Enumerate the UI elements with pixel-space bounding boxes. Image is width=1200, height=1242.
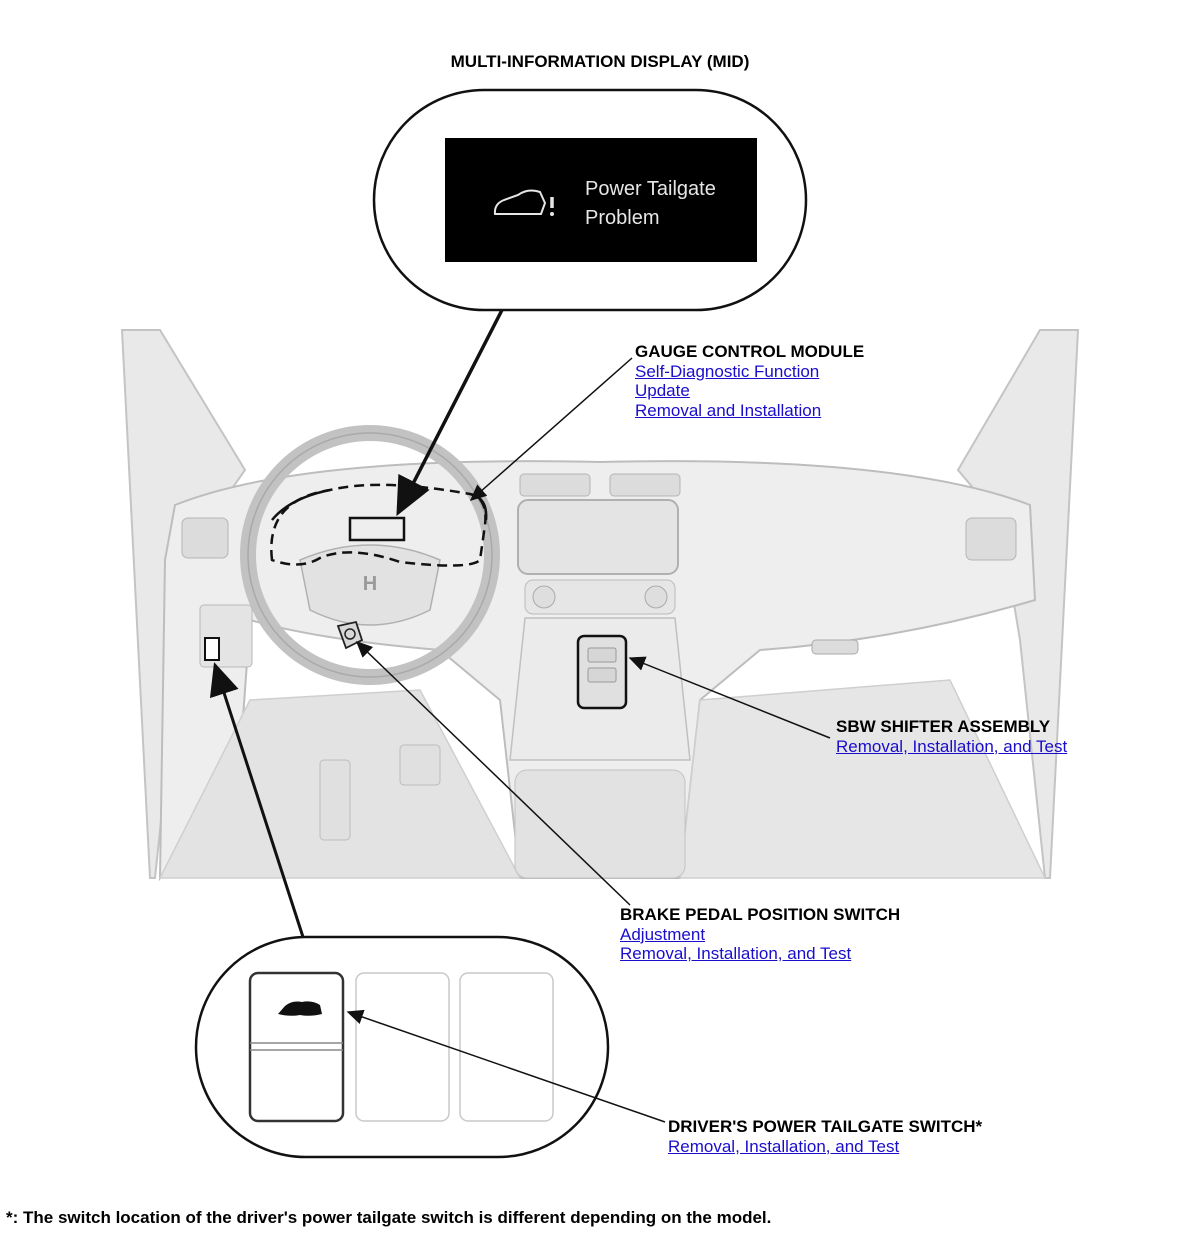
accelerator-pedal <box>319 759 351 841</box>
blank-switch-right <box>459 972 554 1122</box>
sbw-shifter-title: SBW SHIFTER ASSEMBLY <box>836 717 1051 736</box>
tailgate-switch-title: DRIVER'S POWER TAILGATE SWITCH* <box>668 1117 983 1136</box>
left-side-vent <box>181 517 229 559</box>
link-brake-removal-installation-test[interactable]: Removal, Installation, and Test <box>620 944 852 963</box>
link-tailgate-removal-installation-test[interactable]: Removal, Installation, and Test <box>668 1136 900 1156</box>
tailgate-switch-button <box>248 971 345 1123</box>
steering-wheel-hub <box>299 544 441 626</box>
sbw-shifter-callout: SBW SHIFTER ASSEMBLY Removal, Installati… <box>836 717 1067 756</box>
floor-area-right <box>679 679 1047 879</box>
climate-knob-left <box>532 585 556 609</box>
brake-pedal-switch-callout: BRAKE PEDAL POSITION SWITCH Adjustment R… <box>620 905 900 964</box>
gauge-control-module-callout: GAUGE CONTROL MODULE Self-Diagnostic Fun… <box>635 342 864 420</box>
link-self-diagnostic-function[interactable]: Self-Diagnostic Function <box>635 361 820 381</box>
tailgate-switch-location <box>204 637 220 661</box>
brake-pedal-switch-title: BRAKE PEDAL POSITION SWITCH <box>620 905 901 924</box>
mid-leader-line <box>396 309 504 517</box>
mid-location-rect <box>348 516 406 542</box>
switch-location-leader-line <box>209 662 305 938</box>
sbw-leader-line <box>628 656 831 739</box>
gauge-leader-line <box>469 357 633 501</box>
link-update[interactable]: Update <box>635 381 690 400</box>
diagram-title: MULTI-INFORMATION DISPLAY (MID) <box>450 52 750 71</box>
center-touchscreen <box>517 499 679 575</box>
link-brake-adjustment[interactable]: Adjustment <box>620 924 706 944</box>
tailgate-warning-icon <box>493 189 554 216</box>
link-sbw-removal-installation-test[interactable]: Removal, Installation, and Test <box>836 736 1068 756</box>
mid-message-line1: Power Tailgate <box>585 178 716 200</box>
armrest <box>514 769 686 879</box>
brake-pedal <box>399 744 441 786</box>
center-vent-left <box>519 473 591 497</box>
brake-leader-line <box>355 640 631 906</box>
tailgate-switch-icon <box>278 1001 322 1016</box>
mid-message: Power Tailgate Problem <box>585 175 716 233</box>
footnote: *: The switch location of the driver's p… <box>6 1208 772 1227</box>
link-gauge-removal-installation[interactable]: Removal and Installation <box>635 400 822 420</box>
right-side-vent <box>965 517 1017 561</box>
blank-switch-middle <box>355 972 450 1122</box>
mid-message-line2: Problem <box>585 207 660 229</box>
tailgate-leader-line <box>346 1009 666 1123</box>
tailgate-switch-callout: DRIVER'S POWER TAILGATE SWITCH* Removal,… <box>668 1117 982 1156</box>
center-vent-right <box>609 473 681 497</box>
climate-knob-right <box>644 585 668 609</box>
mid-screen <box>445 138 757 262</box>
climate-control-panel <box>524 579 676 615</box>
gauge-control-module-title: GAUGE CONTROL MODULE <box>635 342 865 361</box>
svg-text:H: H <box>363 573 377 595</box>
glove-box-handle <box>811 639 859 655</box>
